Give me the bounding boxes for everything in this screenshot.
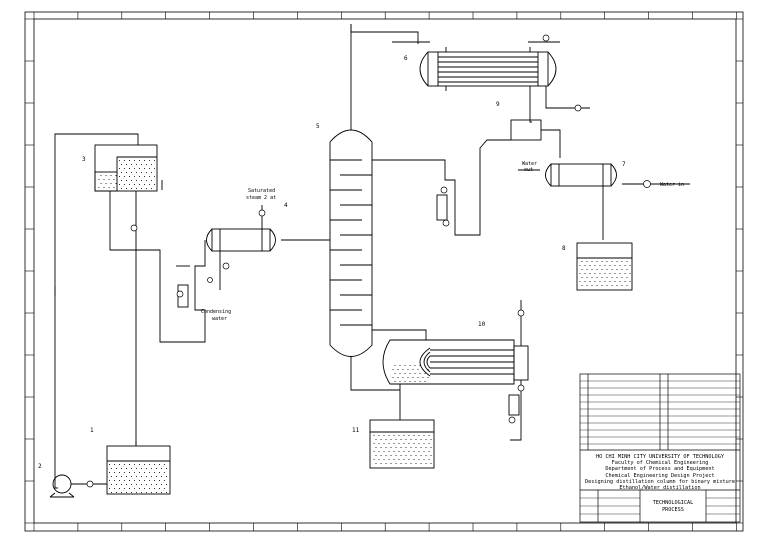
university-name: HO CHI MINH CITY UNIVERSITY OF TECHNOLOG…	[596, 454, 725, 460]
liquid-hatching	[98, 160, 631, 493]
callout-6: 6	[404, 55, 408, 62]
reflux-return-line	[372, 139, 511, 236]
condensing-label-2: water	[212, 316, 227, 322]
department-name: Department of Process and Equipment	[605, 466, 714, 472]
project-description-2: Ethanol/Water distillation	[619, 485, 700, 491]
sheet-outer-border	[24, 11, 744, 532]
water-out-label-2: out	[524, 167, 533, 173]
condensing-label-1: Condensing	[201, 309, 231, 315]
feed-preheater	[206, 228, 276, 252]
equipment-callouts: 1 2 3 4 5 6 7 8 9 10 11	[38, 55, 626, 470]
callout-1: 1	[90, 427, 94, 434]
condenser-tubes	[438, 56, 538, 83]
sheet-inner-border	[33, 18, 737, 524]
project-name: Chemical Engineering Design Project	[605, 473, 714, 479]
feed-tank	[106, 441, 171, 495]
callout-10: 10	[478, 321, 486, 328]
callout-7: 7	[622, 161, 626, 168]
column-vapor-line	[350, 24, 419, 44]
title-block-text: HO CHI MINH CITY UNIVERSITY OF TECHNOLOG…	[585, 454, 735, 513]
feed-pump	[49, 474, 107, 498]
drawing-title-2: PROCESS	[662, 507, 684, 513]
callout-11: 11	[352, 427, 360, 434]
water-in-label: Water in	[660, 182, 684, 188]
callout-8: 8	[562, 245, 566, 252]
product-cooler	[545, 163, 617, 187]
callout-3: 3	[82, 156, 86, 163]
title-block	[579, 373, 741, 523]
overhead-condenser	[419, 47, 557, 91]
callout-4: 4	[284, 202, 288, 209]
faculty-name: Faculty of Chemical Engineering	[612, 460, 709, 466]
reboiler	[382, 339, 529, 385]
bottoms-tank	[369, 419, 435, 469]
instruments	[86, 34, 651, 488]
border-ticks	[25, 12, 743, 531]
project-description-1: Designing distillation column for binary…	[585, 479, 735, 485]
distillation-column	[329, 24, 373, 375]
distillate-line	[541, 129, 561, 158]
pump-to-head-tank-line	[54, 133, 139, 489]
callout-5: 5	[316, 123, 320, 130]
head-tank	[94, 144, 163, 198]
steam-label-1: Saturated	[248, 188, 275, 194]
stream-labels: Saturated steam 2 at Condensing water Wa…	[201, 161, 684, 322]
head-tank-to-preheater-line	[109, 198, 206, 343]
callout-2: 2	[38, 463, 42, 470]
water-out-label-1: Water	[522, 161, 537, 167]
callout-9: 9	[496, 101, 500, 108]
reboiler-tubes	[430, 349, 514, 375]
drawing-title-1: TECHNOLOGICAL	[653, 500, 694, 506]
title-block-grid	[580, 380, 740, 515]
steam-label-2: steam 2 at	[246, 195, 276, 201]
column-trays	[330, 159, 372, 326]
reflux-divider	[510, 119, 542, 141]
distillate-tank	[576, 242, 633, 291]
